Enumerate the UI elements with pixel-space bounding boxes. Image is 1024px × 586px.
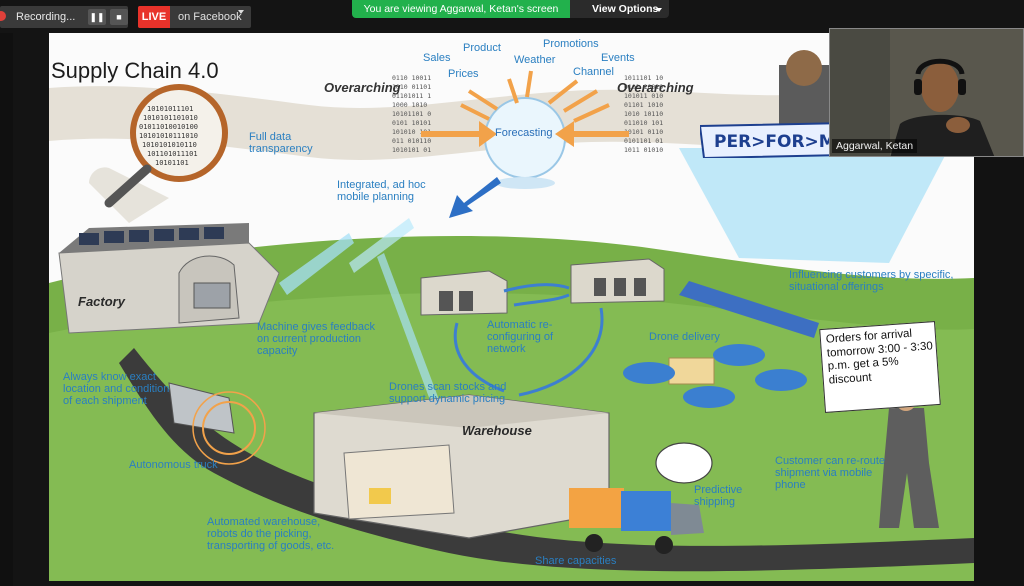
forecast-input-promotions: Promotions [543,38,599,50]
svg-text:1010101101010: 1010101101010 [143,114,198,122]
record-dot-icon [0,11,6,21]
svg-text:0101101 01: 0101101 01 [624,137,663,145]
view-options-chevron-down-icon [656,8,662,12]
forecast-input-prices: Prices [448,68,479,80]
svg-text:1000 1010: 1000 1010 [392,101,427,109]
svg-text:101010 101: 101010 101 [392,128,431,136]
screen-share-banner: You are viewing Aggarwal, Ketan's screen [352,0,570,18]
slide-title: Supply Chain 4.0 [51,58,219,83]
share-capacities-label: Share capacities [535,555,617,567]
participant-video-feed [830,29,1023,156]
svg-text:10101 0110: 10101 0110 [624,128,663,136]
live-destination: on Facebook [178,11,242,23]
pause-recording-icon[interactable]: ❚❚ [88,9,106,25]
svg-text:1010 01101: 1010 01101 [392,83,431,91]
svg-text:1010101010110: 1010101010110 [142,141,197,149]
forecast-input-events: Events [601,52,635,64]
always-know-label: Always know exact location and condition… [63,371,170,407]
automated-warehouse-label: Automated warehouse, robots do the picki… [207,516,335,552]
forecasting-label: Forecasting [495,127,553,139]
overarching-left-label: Overarching [324,80,401,95]
svg-text:101101011101: 101101011101 [147,150,198,158]
forecast-input-channel: Channel [573,66,614,78]
machine-feedback-label: Machine gives feedback on current produc… [257,321,376,357]
stop-recording-icon[interactable]: ■ [110,9,128,25]
svg-text:1011 01010: 1011 01010 [624,146,663,154]
factory-label: Factory [78,294,125,309]
svg-text:011 010110: 011 010110 [392,137,431,145]
drone-delivery-label: Drone delivery [649,331,720,343]
svg-text:1011101 10: 1011101 10 [624,74,663,82]
svg-text:10101101 0: 10101101 0 [392,110,431,118]
customer-reroute-label: Customer can re-route shipment via mobil… [775,455,886,491]
autonomous-truck-label: Autonomous truck [129,459,218,471]
overarching-right-label: Overarching [617,80,694,95]
participant-video[interactable]: Aggarwal, Ketan [829,28,1024,157]
forecast-input-weather: Weather [514,54,556,66]
svg-text:0101 10101: 0101 10101 [392,119,431,127]
live-dropdown-chevron-icon[interactable] [238,10,244,14]
right-edge [974,157,1024,586]
participant-name: Aggarwal, Ketan [832,139,918,153]
svg-text:1010101 01: 1010101 01 [392,146,431,154]
svg-text:10101010111010: 10101010111010 [139,132,198,140]
recording-label: Recording... [16,11,76,23]
forecast-input-sales: Sales [423,52,451,64]
svg-text:10101101: 10101101 [155,159,189,167]
live-badge: LIVE [138,6,170,28]
full-data-label: Full data transparency [249,131,313,155]
svg-text:10101011101: 10101011101 [147,105,193,113]
svg-text:0110 10011: 0110 10011 [392,74,431,82]
svg-text:101011 010: 101011 010 [624,92,663,100]
svg-text:01101011 1: 01101011 1 [392,92,431,100]
live-stream-indicator[interactable]: LIVE on Facebook [138,6,251,28]
svg-text:0101 10010: 0101 10010 [624,83,663,91]
warehouse-label: Warehouse [462,423,532,438]
drones-scan-label: Drones scan stocks and support dynamic p… [389,381,507,405]
svg-text:011010 101: 011010 101 [624,119,663,127]
influencing-label: Influencing customers by specific, situa… [789,269,954,293]
view-options-button[interactable]: View Options [570,0,669,18]
forecast-input-product: Product [463,42,501,54]
recording-indicator[interactable]: Recording... ❚❚ ■ [0,6,128,28]
auto-reconfig-label: Automatic re-configuring of network [487,319,554,355]
offer-text: Orders for arrival tomorrow 3:00 - 3:30 … [825,327,934,387]
integrated-planning-label: Integrated, ad hoc mobile planning [337,179,426,203]
left-edge [0,33,13,586]
svg-text:01101 1010: 01101 1010 [624,101,663,109]
predictive-shipping-label: Predictive shipping [694,484,743,508]
svg-text:1010 10110: 1010 10110 [624,110,663,118]
svg-text:01011010010100: 01011010010100 [139,123,198,131]
offer-card: Orders for arrival tomorrow 3:00 - 3:30 … [819,321,941,413]
